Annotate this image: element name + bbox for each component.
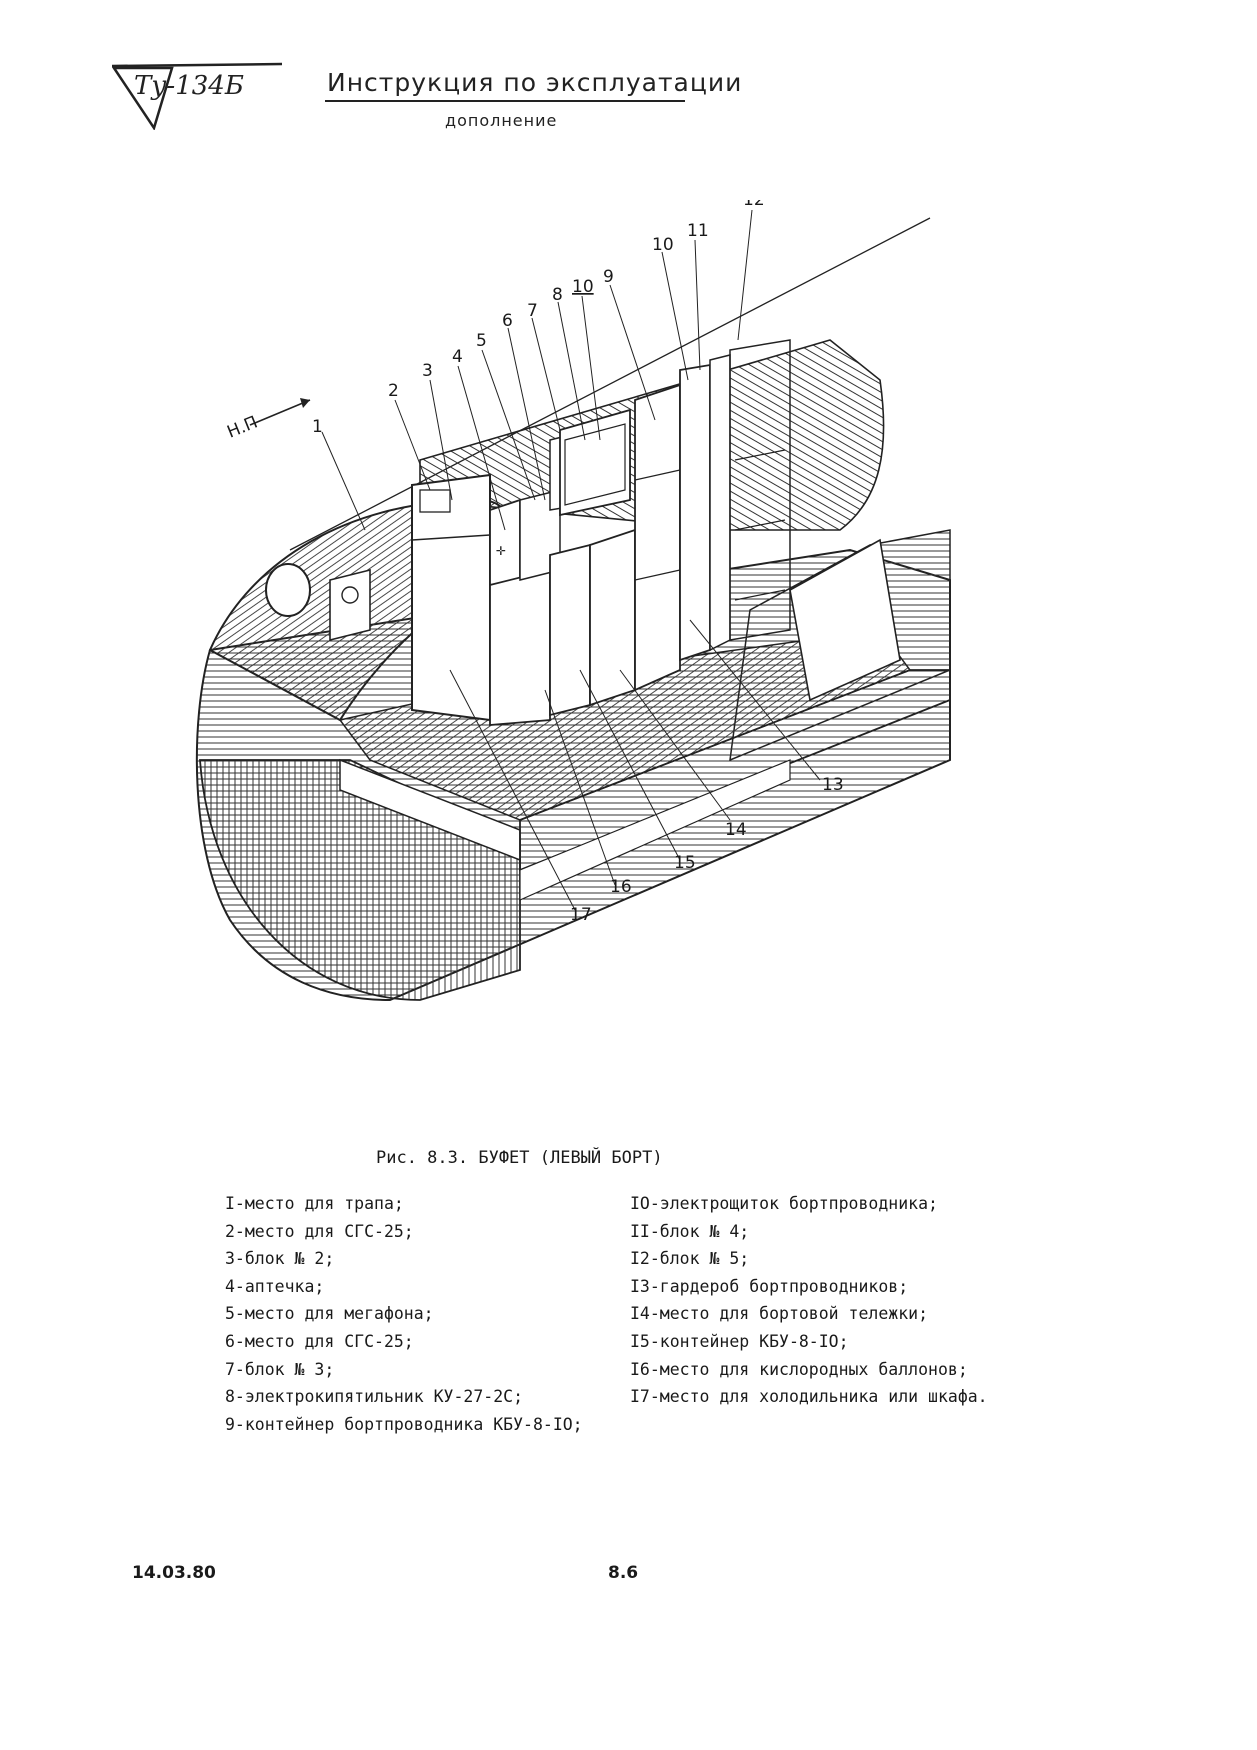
legend-right-column: IO-электрощиток бортпроводника; II-блок … — [630, 1190, 988, 1411]
callout-1: 1 — [312, 417, 323, 437]
legend-item: I7-место для холодильника или шкафа. — [630, 1387, 988, 1407]
legend-item: I5-контейнер КБУ-8-IO; — [630, 1331, 849, 1351]
direction-label: Н.П — [224, 412, 260, 442]
legend-item: 9-контейнер бортпроводника КБУ-8-IO; — [225, 1414, 583, 1434]
svg-text:✛: ✛ — [496, 540, 506, 559]
galley-cutaway-drawing: ✛ Н.П — [190, 190, 1070, 1100]
document-title: Инструкция по эксплуатации — [327, 68, 743, 97]
legend-item: I2-блок № 5; — [630, 1249, 750, 1269]
legend-item: 8-электрокипятильник КУ-27-2С; — [225, 1387, 524, 1407]
callout-7: 7 — [527, 301, 538, 321]
callout-12: 12 — [743, 200, 765, 210]
callout-10b: 10 — [652, 235, 674, 255]
callout-16: 16 — [610, 877, 632, 897]
page-number: 8.6 — [608, 1563, 639, 1583]
revision-date: 14.03.80 — [132, 1563, 216, 1583]
legend-item: 7-блок № 3; — [225, 1359, 335, 1379]
callout-14: 14 — [725, 820, 747, 840]
callout-8: 8 — [552, 285, 563, 305]
legend-item: IO-электрощиток бортпроводника; — [630, 1194, 938, 1213]
legend-item: I4-место для бортовой тележки; — [630, 1304, 929, 1324]
legend-item: 2-место для СГС-25; — [225, 1221, 414, 1241]
legend-left-column: I-место для трапа; 2-место для СГС-25; 3… — [225, 1190, 583, 1438]
callout-2: 2 — [388, 381, 399, 401]
legend-item: 4-аптечка; — [225, 1276, 325, 1296]
document-subtitle: дополнение — [445, 111, 558, 130]
legend-item: I3-гардероб бортпроводников; — [630, 1276, 909, 1296]
legend-item: II-блок № 4; — [630, 1221, 750, 1241]
title-underline — [325, 100, 685, 102]
legend-item: I6-место для кислородных баллонов; — [630, 1359, 968, 1379]
legend-item: 3-блок № 2; — [225, 1249, 335, 1269]
logo-text: Ту-134Б — [134, 71, 244, 101]
callout-5: 5 — [476, 331, 487, 351]
callout-13: 13 — [822, 775, 844, 795]
legend-item: 5-место для мегафона; — [225, 1304, 434, 1324]
callout-17: 17 — [570, 905, 592, 925]
legend-item: I-место для трапа; — [225, 1194, 404, 1213]
callout-6: 6 — [502, 311, 513, 331]
callout-10a: 10 — [572, 277, 594, 297]
callout-11: 11 — [687, 221, 709, 241]
figure-caption: Рис. 8.3. БУФЕТ (ЛЕВЫЙ БОРТ) — [376, 1148, 663, 1168]
callout-9: 9 — [603, 267, 614, 287]
tu134b-logo: Ту-134Б — [111, 60, 283, 131]
callout-3: 3 — [422, 361, 433, 381]
legend-item: 6-место для СГС-25; — [225, 1331, 414, 1351]
callout-15: 15 — [674, 853, 696, 873]
callout-4: 4 — [452, 347, 463, 367]
